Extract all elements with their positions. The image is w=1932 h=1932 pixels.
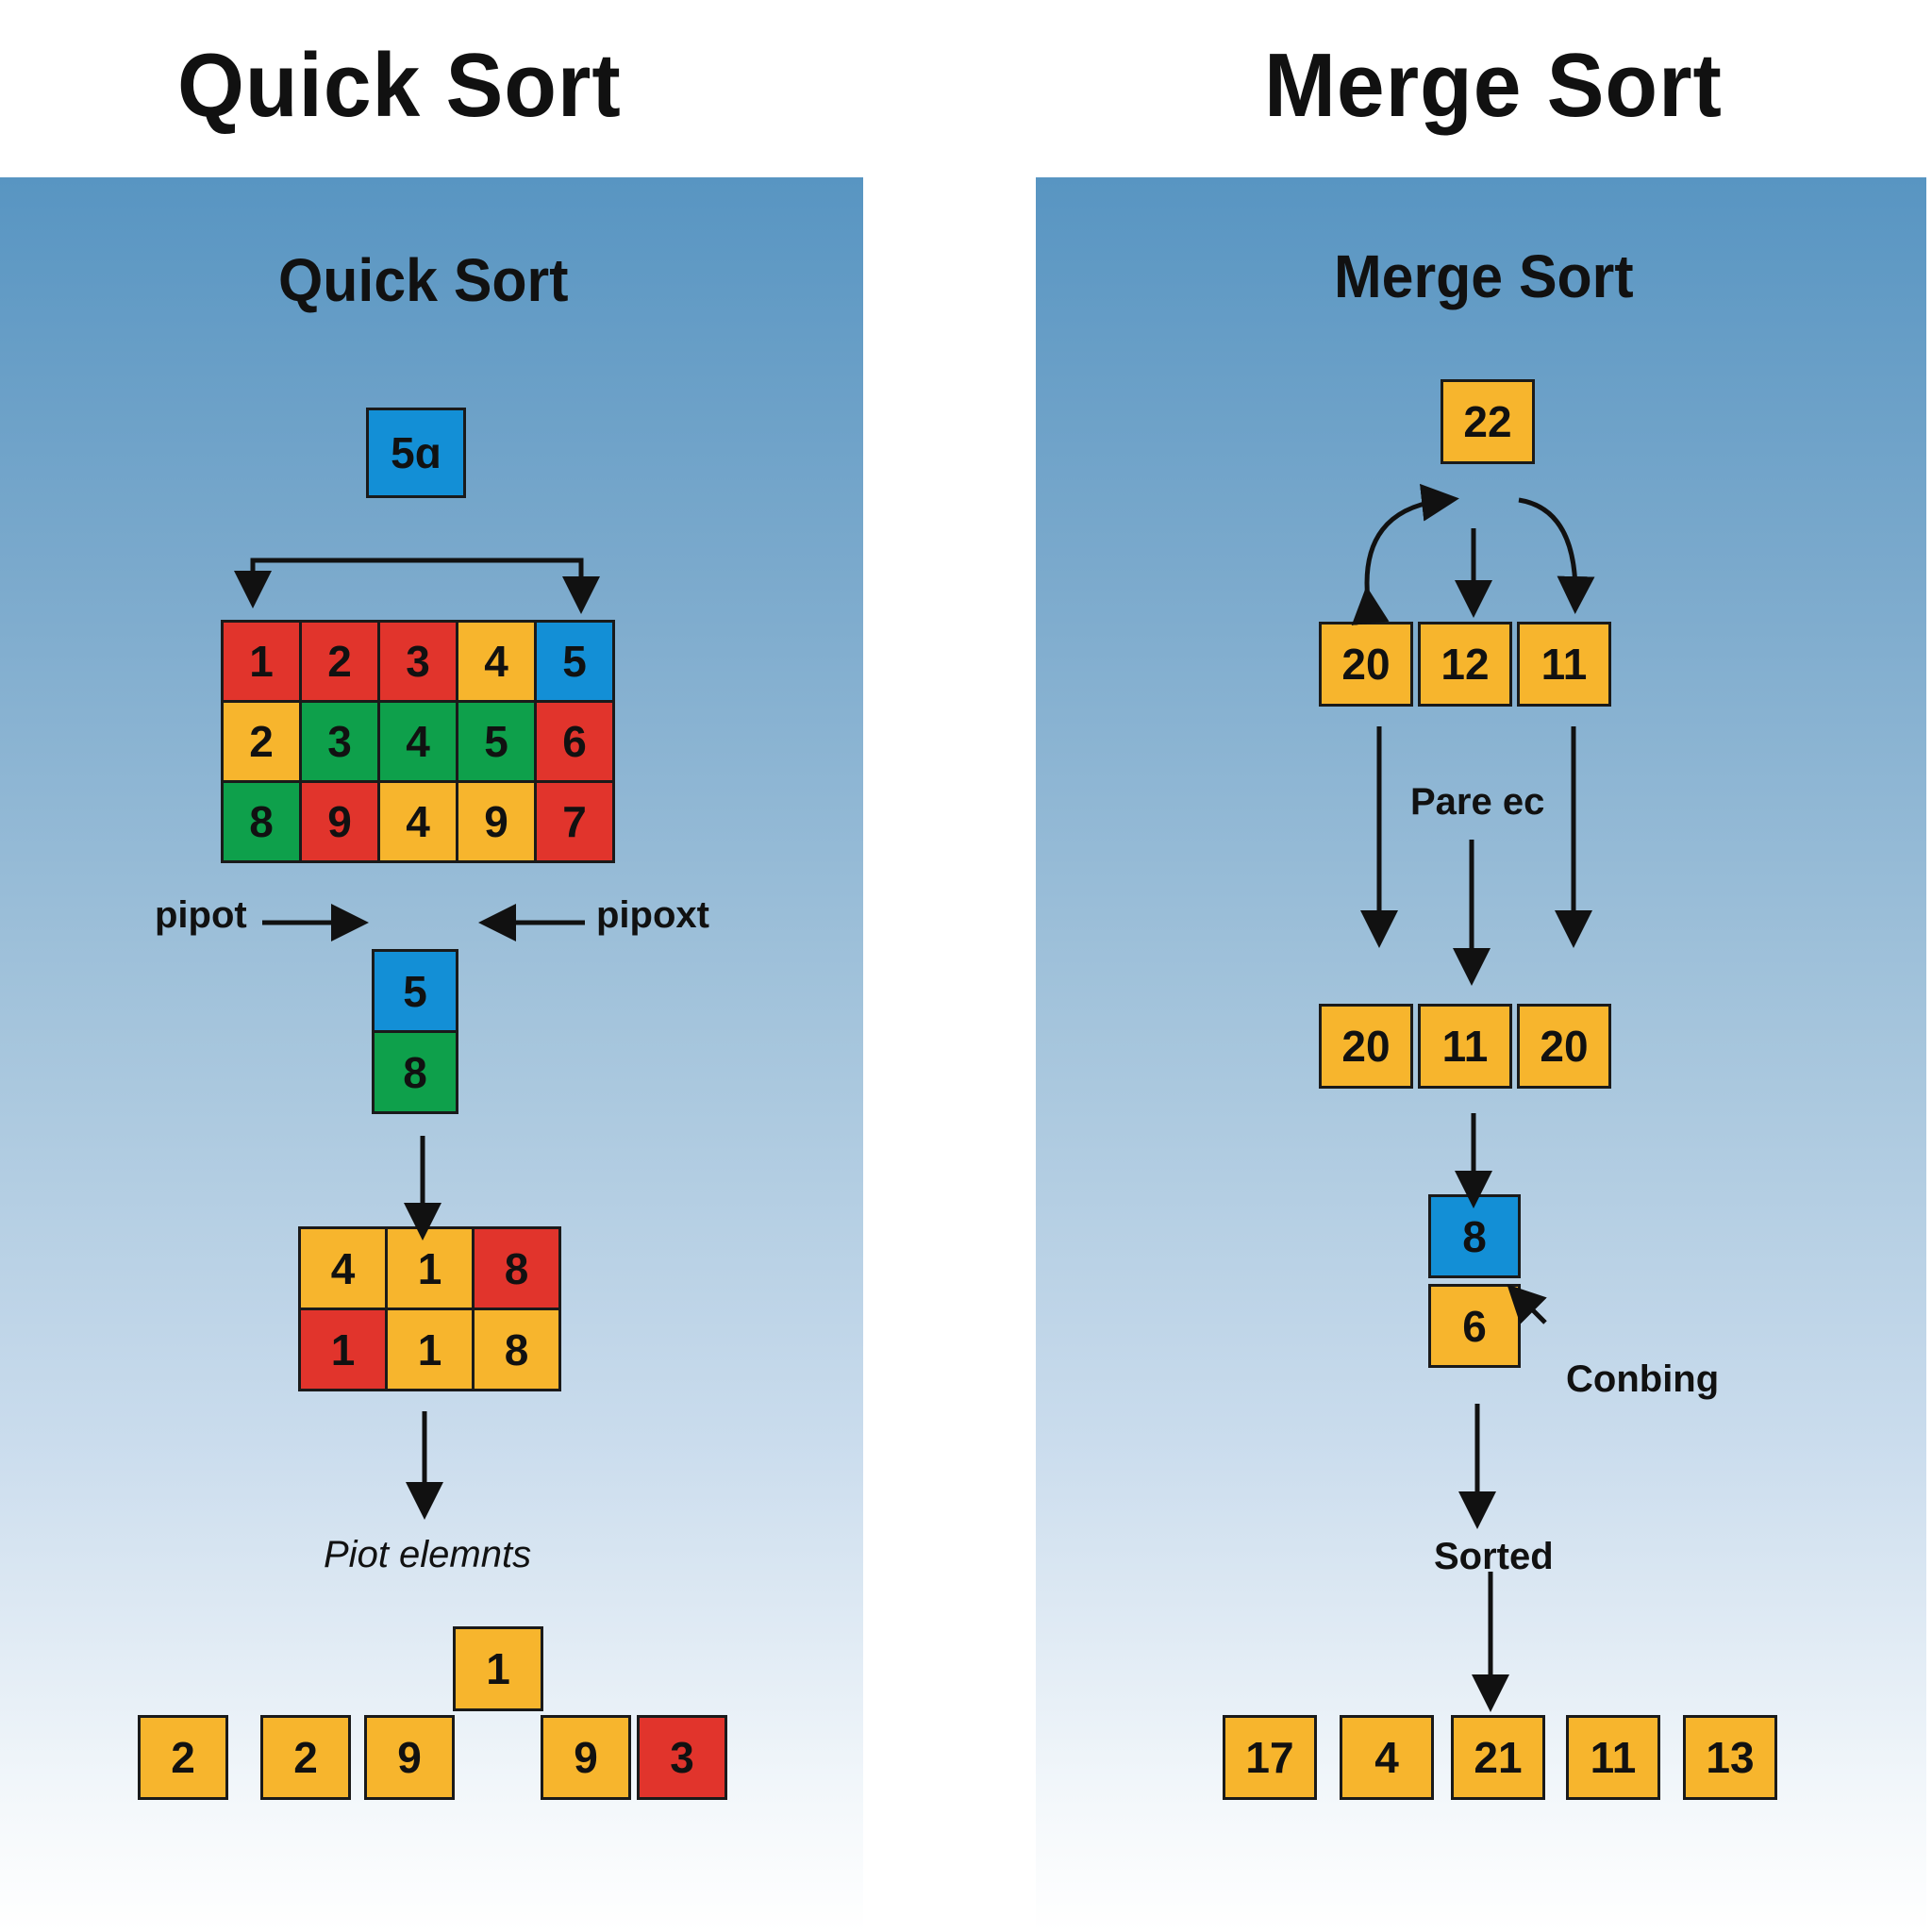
value-cell: 2 [299,620,380,703]
cell-value: 13 [1706,1733,1755,1782]
cell-value: 21 [1474,1733,1523,1782]
cell-value: 7 [562,797,587,846]
value-cell: 20 [1319,1004,1413,1089]
cell-value: 3 [670,1733,694,1782]
cell-value: 1 [330,1324,356,1374]
cell-value: 4 [330,1243,356,1293]
cell-value: 5ɑ [391,428,441,477]
cell-value: 5 [484,717,508,766]
merge-sort-panel: Merge Sort [1036,177,1926,1932]
value-cell: 1 [298,1307,388,1391]
cell-value: 2 [327,637,352,686]
value-cell: 5 [372,949,458,1033]
value-cell: 20 [1517,1004,1611,1089]
cell-value: 1 [417,1324,442,1374]
cell-value: 8 [504,1243,529,1293]
cell-value: 5 [403,966,427,1016]
qs-top-single-cell: 1 [453,1626,543,1711]
cell-value: 11 [1541,640,1588,689]
cell-value: 4 [406,717,430,766]
quick-sort-heading: Quick Sort [177,35,622,136]
qs-top-cell: 5ɑ [366,408,466,498]
cell-value: 22 [1463,397,1512,446]
value-cell: 21 [1451,1715,1545,1800]
value-cell: 2 [260,1715,351,1800]
value-cell: 4 [456,620,537,703]
cell-value: 11 [1590,1733,1637,1782]
cell-value: 12 [1441,640,1490,689]
value-cell: 1 [385,1307,475,1391]
merge-sort-panel-title: Merge Sort [1334,242,1634,310]
pivot-elements-caption: Piot elemnts [324,1534,532,1575]
cell-value: 4 [406,797,430,846]
cell-value: 20 [1540,1022,1589,1071]
cell-value: 4 [1374,1733,1399,1782]
merge-sort-heading: Merge Sort [1264,35,1723,136]
value-cell: 3 [377,620,458,703]
pivot-right-label: pipoxt [596,894,709,936]
cell-value: 1 [486,1644,510,1693]
value-cell: 4 [377,700,458,783]
cell-value: 20 [1341,640,1391,689]
cell-value: 3 [327,717,352,766]
cell-value: 11 [1441,1022,1489,1071]
value-cell: 9 [456,780,537,863]
value-cell: 7 [534,780,615,863]
value-cell: 8 [472,1226,561,1310]
cell-value: 4 [484,637,508,686]
cell-value: 8 [249,797,274,846]
value-cell: 13 [1683,1715,1777,1800]
cell-value: 6 [562,717,587,766]
value-cell: 2 [138,1715,228,1800]
cell-value: 3 [406,637,430,686]
value-cell: 2 [221,700,302,783]
value-cell: 9 [541,1715,631,1800]
value-cell: 6 [1428,1284,1521,1368]
cell-value: 2 [171,1733,195,1782]
cell-value: 8 [504,1324,529,1374]
cell-value: 5 [562,637,587,686]
cell-value: 2 [293,1733,318,1782]
value-cell: 9 [299,780,380,863]
cell-value: 2 [249,717,274,766]
sorted-label: Sorted [1434,1536,1554,1577]
cell-value: 6 [1462,1301,1487,1351]
value-cell: 5 [456,700,537,783]
value-cell: 6 [534,700,615,783]
quick-sort-panel-title: Quick Sort [278,246,569,314]
cell-value: 20 [1341,1022,1391,1071]
cell-value: 9 [484,797,508,846]
value-cell: 11 [1418,1004,1512,1089]
value-cell: 9 [364,1715,455,1800]
value-cell: 17 [1223,1715,1317,1800]
cell-value: 8 [403,1047,427,1097]
value-cell: 12 [1418,622,1512,707]
value-cell: 1 [385,1226,475,1310]
cell-value: 9 [397,1733,422,1782]
value-cell: 8 [1428,1194,1521,1278]
value-cell: 8 [372,1030,458,1114]
value-cell: 4 [298,1226,388,1310]
ms-mid-label: Pare ec [1410,781,1545,823]
value-cell: 4 [377,780,458,863]
value-cell: 20 [1319,622,1413,707]
value-cell: 3 [299,700,380,783]
combining-label: Conbing [1566,1358,1720,1400]
value-cell: 4 [1340,1715,1434,1800]
cell-value: 8 [1462,1211,1487,1261]
pivot-left-label: pipot [155,894,247,936]
value-cell: 11 [1517,622,1611,707]
value-cell: 3 [637,1715,727,1800]
value-cell: 1 [221,620,302,703]
cell-value: 17 [1245,1733,1294,1782]
cell-value: 9 [574,1733,598,1782]
cell-value: 9 [327,797,352,846]
ms-top-cell: 22 [1441,379,1535,464]
value-cell: 11 [1566,1715,1660,1800]
cell-value: 1 [249,637,274,686]
cell-value: 1 [417,1243,442,1293]
value-cell: 8 [472,1307,561,1391]
value-cell: 8 [221,780,302,863]
value-cell: 5 [534,620,615,703]
